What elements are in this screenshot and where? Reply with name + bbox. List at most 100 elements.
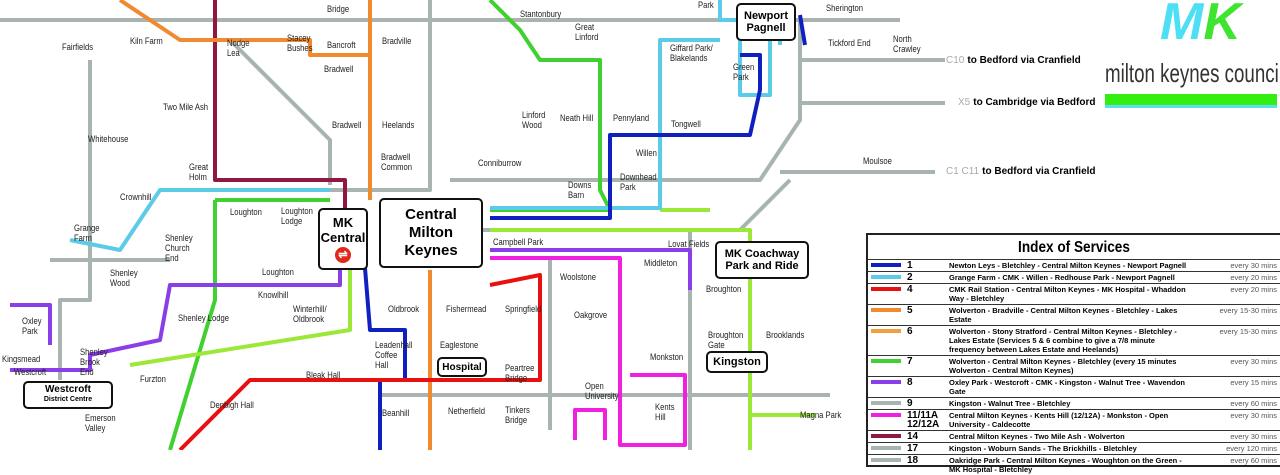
mk-logo-mark: MK [1160,0,1241,52]
hub-central-milton-keynes: Central Milton Keynes [379,198,483,268]
route-description: Newton Leys - Bletchley - Central Milton… [946,260,1194,272]
place-label: Bradwell [324,64,353,74]
route-color-swatch [868,431,904,443]
index-title: Index of Services [899,239,1249,257]
place-label: Magna Park [800,410,841,420]
hub-sublabel: District Centre [44,395,92,405]
route-number: 1 [904,260,946,272]
route-color-swatch [868,284,904,305]
place-label: Open University [585,381,619,401]
place-label: Springfield [505,304,541,314]
place-label: Heelands [382,120,414,130]
route-description: Central Milton Keynes - Kents Hill (12/1… [946,410,1194,431]
route-number: 5 [904,305,946,326]
route-frequency: every 15-30 mins [1194,326,1280,356]
route-description: Kingston - Woburn Sands - The Brickhills… [946,443,1194,455]
place-label: Bancroft [327,40,356,50]
place-label: Giffard Park/ Blakelands [670,43,714,63]
route-color-swatch [868,356,904,377]
place-label: Loughton [230,207,262,217]
route-description: Wolverton - Central Milton Keynes - Blet… [946,356,1194,377]
place-label: Two Mile Ash [163,102,208,112]
route-description: CMK Rail Station - Central Milton Keynes… [946,284,1194,305]
route-frequency: every 15 mins [1194,377,1280,398]
place-label: Bleak Hall [306,370,340,380]
place-label: Westcroft [14,367,46,377]
route-frequency: every 30 mins [1194,431,1280,443]
place-label: Conniburrow [478,158,521,168]
route-color-swatch [868,410,904,431]
route-number: 18 [904,455,946,475]
council-logo: MK milton keynes council [1105,0,1280,112]
place-label: Downs Barn [568,180,590,200]
route-frequency: every 60 mins [1194,398,1280,410]
place-label: Eaglestone [440,340,478,350]
place-label: Beanhill [382,408,409,418]
hub-label: Westcroft [45,385,91,395]
place-label: Great Linford [575,22,599,42]
place-label: Lovat Fields [668,239,709,249]
place-label: Bradwell [332,120,361,130]
route-number: 4 [904,284,946,305]
place-label: Woolstone [560,272,596,282]
place-label: Shenley Church End [165,233,201,263]
route-frequency: every 30 mins [1194,410,1280,431]
place-label: Bradville [382,36,411,46]
hub-label: MK Central [320,215,366,245]
route-color-swatch [868,398,904,410]
place-label: Furzton [140,374,166,384]
place-label: Crownhill [120,192,151,202]
route-number: 11/11A 12/12A [904,410,946,431]
route-color-swatch [868,260,904,272]
place-label: Linford Wood [522,110,546,130]
route-description: Oakridge Park - Central Milton Keynes - … [946,455,1194,475]
route-number: 7 [904,356,946,377]
route-frequency: every 30 mins [1194,356,1280,377]
place-label: Netherfield [448,406,485,416]
place-label: Broughton Gate [708,330,740,350]
place-label: Brooklands [766,330,804,340]
place-label: Neath Hill [560,113,593,123]
place-label: Middleton [644,258,677,268]
place-label: Tinkers Bridge [505,405,527,425]
route-description: Kingston - Walnut Tree - Bletchley [946,398,1194,410]
place-label: Emerson Valley [85,413,112,433]
council-name: milton keynes council [1105,58,1280,89]
place-label: Kiln Farm [130,36,163,46]
route-frequency: every 60 mins [1194,455,1280,475]
place-label: Green Park [733,62,755,82]
place-label: Shenley Brook End [80,347,106,377]
place-label: Whitehouse [88,134,128,144]
place-label: Monkston [650,352,683,362]
route-color-swatch [868,377,904,398]
place-label: Loughton Lodge [281,206,310,226]
route-grey-line [60,60,90,380]
route-number: 14 [904,431,946,443]
place-label: Bradwell Common [381,152,412,172]
place-label: Tickford End [828,38,871,48]
route-description: Central Milton Keynes - Two Mile Ash - W… [946,431,1194,443]
route-14-line [215,0,345,210]
route-number: 6 [904,326,946,356]
place-label: Oldbrook [388,304,419,314]
rail-icon: ⇌ [335,247,351,263]
hub-kingston: Kingston [706,351,768,373]
logo-bar [1105,94,1277,108]
place-label: Stacey Bushes [287,33,316,53]
route-description: Grange Farm - CMK - Willen - Redhouse Pa… [946,272,1194,284]
route-color-swatch [868,455,904,475]
route-frequency: every 20 mins [1194,272,1280,284]
place-label: Pennyland [613,113,649,123]
place-label: Stantonbury [520,9,561,19]
place-label: Grange Farm [74,223,98,243]
place-label: Fairfields [62,42,93,52]
